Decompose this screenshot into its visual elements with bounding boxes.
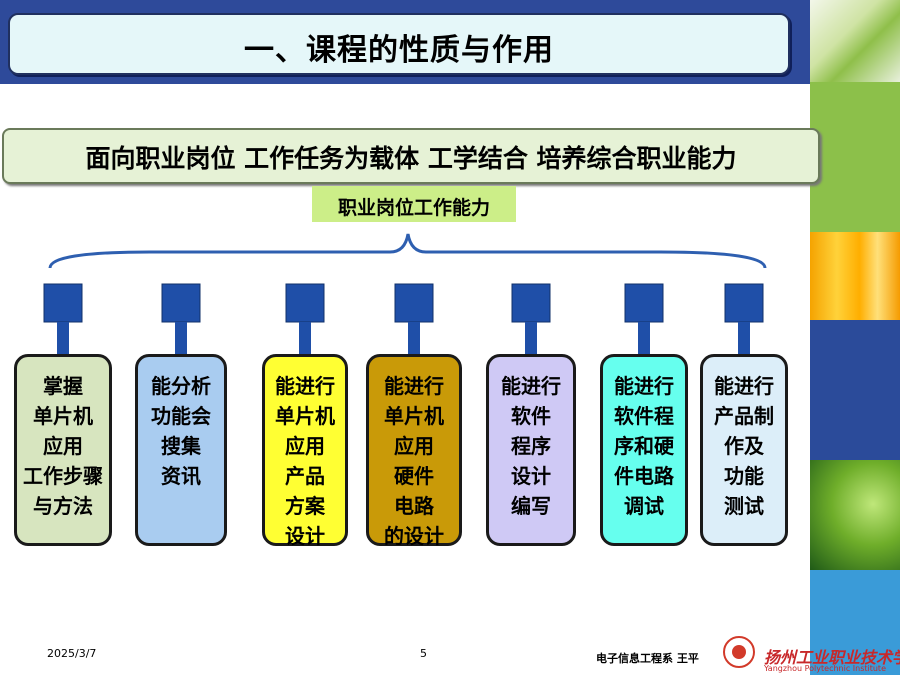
ability-line: 作及: [724, 434, 764, 458]
ability-line: 程序: [511, 434, 551, 458]
ability-line: 设计: [511, 464, 551, 488]
ability-line: 硬件: [394, 464, 434, 488]
ability-box: 能进行软件程序和硬件电路调试: [600, 354, 688, 546]
school-seal-icon: [723, 636, 755, 668]
ability-line: 单片机: [384, 404, 444, 428]
ability-line: 设计: [285, 524, 325, 548]
footer-page-number: 5: [420, 647, 427, 660]
ability-line: 能进行: [501, 374, 561, 398]
lightblue-block: [810, 570, 900, 675]
connector-block: [624, 283, 664, 323]
ability-line: 单片机: [275, 404, 335, 428]
green-block: [810, 82, 900, 232]
ability-line: 资讯: [161, 464, 201, 488]
connector-block: [43, 283, 83, 323]
ability-line: 方案: [285, 494, 325, 518]
ability-line: 能进行: [275, 374, 335, 398]
banner: 面向职业岗位 工作任务为载体 工学结合 培养综合职业能力: [2, 128, 820, 184]
ability-box: 能进行软件程序设计编写: [486, 354, 576, 546]
connector-stem: [638, 322, 650, 354]
ability-line: 产品: [285, 464, 325, 488]
ability-line: 编写: [511, 494, 551, 518]
ability-line: 能分析: [151, 374, 211, 398]
ability-line: 与方法: [33, 494, 93, 518]
ability-line: 功能会: [151, 404, 211, 428]
connector-stem: [299, 322, 311, 354]
ability-line: 软件程: [614, 404, 674, 428]
ability-box: 能进行产品制作及功能测试: [700, 354, 788, 546]
footer-date: 2025/3/7: [47, 647, 97, 660]
ability-line: 掌握: [43, 374, 83, 398]
connector-block: [285, 283, 325, 323]
ability-line: 单片机: [33, 404, 93, 428]
ability-line: 序和硬: [614, 434, 674, 458]
footer-department: 电子信息工程系 王平: [596, 652, 699, 665]
connector-stem: [408, 322, 420, 354]
ability-line: 功能: [724, 464, 764, 488]
ability-line: 调试: [624, 494, 664, 518]
connector-block: [161, 283, 201, 323]
ability-box: 能进行单片机应用硬件电路的设计: [366, 354, 462, 548]
connector-group: [43, 283, 764, 354]
title-box: 一、课程的性质与作用: [8, 13, 790, 75]
ability-line: 测试: [724, 494, 764, 518]
caption-text: 职业岗位工作能力: [337, 197, 490, 219]
brace-and-connectors: [43, 233, 767, 354]
connector-block: [394, 283, 434, 323]
leaf-image: [810, 0, 900, 82]
connector-block: [724, 283, 764, 323]
ability-line: 产品制: [714, 404, 774, 428]
ability-line: 电路: [394, 494, 434, 518]
ability-box: 能进行单片机应用产品方案设计: [262, 354, 348, 548]
ability-line: 能进行: [384, 374, 444, 398]
decorative-side-strip: [810, 0, 900, 675]
ability-line: 应用: [394, 434, 434, 458]
ability-line: 能进行: [714, 374, 774, 398]
connector-stem: [175, 322, 187, 354]
ability-line: 应用: [43, 434, 83, 458]
curly-brace: [48, 233, 767, 269]
ability-line: 能进行: [614, 374, 674, 398]
blue-block: [810, 320, 900, 460]
ability-line: 工作步骤: [23, 464, 103, 488]
banner-text: 面向职业岗位 工作任务为载体 工学结合 培养综合职业能力: [85, 144, 737, 173]
connector-stem: [738, 322, 750, 354]
school-logo-cn: 扬州工业职业技术学院: [764, 648, 900, 667]
ability-line: 软件: [511, 404, 551, 428]
ability-box: 掌握单片机应用工作步骤与方法: [14, 354, 112, 546]
connector-block: [511, 283, 551, 323]
connector-stem: [57, 322, 69, 354]
ability-box: 能分析功能会搜集资讯: [135, 354, 227, 546]
ability-line: 件电路: [614, 464, 674, 488]
page-title: 一、课程的性质与作用: [244, 33, 554, 68]
waterdrop-leaf-image: [810, 460, 900, 570]
ability-line: 应用: [285, 434, 325, 458]
ability-line: 搜集: [161, 434, 201, 458]
orange-image: [810, 232, 900, 320]
caption-box: 职业岗位工作能力: [312, 186, 516, 222]
school-logo-en: Yangzhou Polytechnic Institute: [764, 664, 886, 673]
ability-line: 的设计: [384, 524, 444, 548]
connector-stem: [525, 322, 537, 354]
